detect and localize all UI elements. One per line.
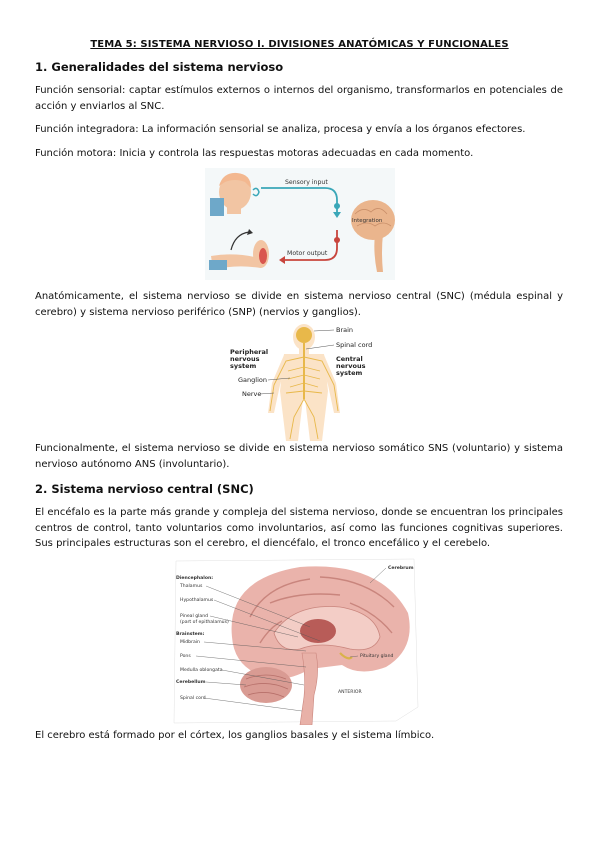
sensory-input-label: Sensory input: [285, 179, 328, 186]
cerebellum-shape: [240, 667, 292, 703]
nerves: [269, 327, 339, 440]
paragraph-sensory-function: Función sensorial: captar estímulos exte…: [35, 85, 563, 112]
paragraph-cerebrum: El cerebro está formado por el córtex, l…: [35, 730, 435, 741]
motor-output-path: [285, 230, 338, 261]
motor-output-label: Motor output: [287, 250, 328, 257]
brain-illustration: [351, 200, 395, 272]
nervous-system-body-diagram: Brain Spinal cord Central nervous system…: [230, 324, 372, 441]
pons-label: Pons: [180, 653, 191, 659]
paragraph-anatomical-division: Anatómicamente, el sistema nervioso se d…: [35, 291, 563, 318]
thalamus-label: Thalamus: [179, 583, 203, 589]
pineal-gland-label: Pineal gland: [180, 613, 208, 619]
brain-sagittal-diagram: Diencephalon: Thalamus Hypothalamus Pine…: [173, 558, 419, 725]
spinal-cord-brain-label: Spinal cord: [180, 695, 206, 701]
brainstem-label: Brainstem:: [176, 631, 205, 637]
peripheral-nervous-system-label-2: nervous: [230, 355, 260, 363]
hypothalamus-label: Hypothalamus: [180, 597, 214, 603]
face-illustration: [210, 172, 251, 216]
sensory-input-path: [261, 187, 338, 214]
paragraph-functional-division: Funcionalmente, el sistema nervioso se d…: [35, 443, 563, 470]
sensory-arrow-icon: [333, 212, 341, 218]
central-nervous-system-label-3: system: [336, 369, 362, 377]
paragraph-motor-function: Función motora: Inicia y controla las re…: [35, 148, 474, 159]
section-1-heading: 1. Generalidades del sistema nervioso: [35, 60, 284, 74]
ganglion-label: Ganglion: [238, 376, 267, 384]
cerebellum-label: Cerebellum: [176, 679, 206, 685]
pineal-gland-sub-label: (part of epithalamus): [180, 619, 229, 625]
cerebrum-label: Cerebrum: [388, 565, 414, 571]
leader-lines: [195, 567, 387, 712]
central-nervous-system-label-2: nervous: [336, 362, 366, 370]
integration-label: Integration: [352, 218, 383, 224]
paragraph-integrative-function: Función integradora: La información sens…: [35, 124, 526, 135]
paragraph-encephalon: El encéfalo es la parte más grande y com…: [35, 507, 563, 549]
cerebrum-shape: [231, 566, 410, 679]
pituitary-gland-label: Pituitary gland: [360, 653, 394, 659]
midbrain-label: Midbrain: [180, 639, 200, 645]
diencephalon-label: Diencephalon:: [176, 575, 213, 581]
arm-illustration: [209, 229, 269, 270]
medulla-label: Medulla oblongata: [180, 667, 223, 673]
brain-label: Brain: [336, 326, 353, 334]
nerve-label: Nerve: [242, 390, 261, 398]
nervous-function-diagram: Sensory input Integration Motor output: [205, 168, 395, 280]
anterior-label: ANTERIOR: [338, 689, 362, 695]
document-title: TEMA 5: SISTEMA NERVIOSO I. DIVISIONES A…: [90, 39, 509, 50]
brainstem-shape: [299, 652, 318, 725]
motor-arrow-icon: [279, 256, 285, 264]
spinal-cord-label: Spinal cord: [336, 341, 372, 349]
central-nervous-system-label-1: Central: [336, 355, 363, 363]
peripheral-nervous-system-label-3: system: [230, 362, 256, 370]
section-2-heading: 2. Sistema nervioso central (SNC): [35, 482, 254, 496]
peripheral-nervous-system-label-1: Peripheral: [230, 348, 268, 356]
